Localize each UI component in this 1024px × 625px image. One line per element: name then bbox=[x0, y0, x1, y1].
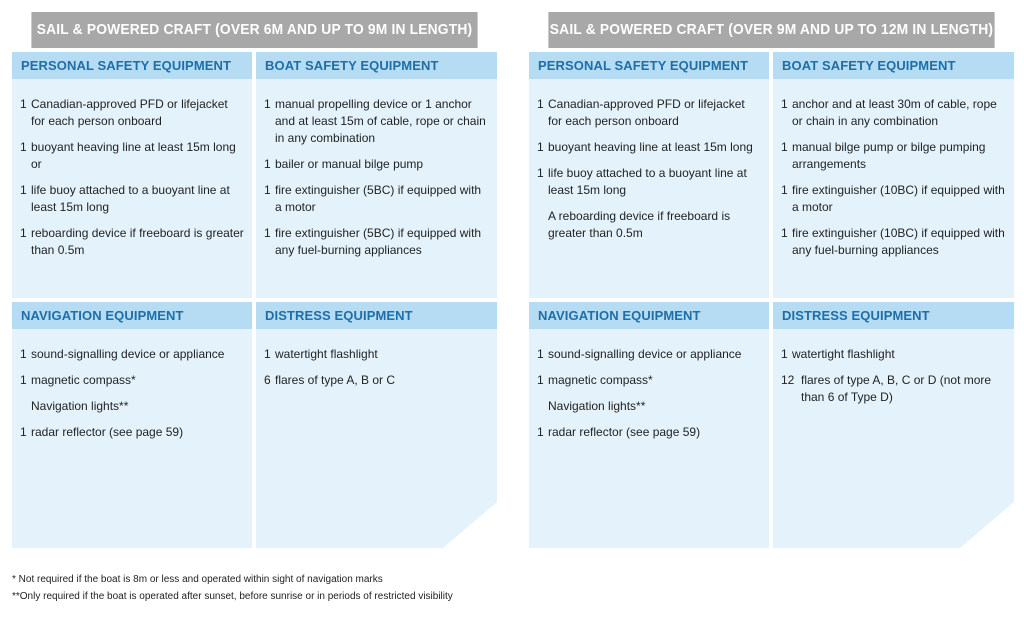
panel-9m-12m: SAIL & POWERED CRAFT (OVER 9M AND UP TO … bbox=[529, 12, 1014, 548]
section-header: BOAT SAFETY EQUIPMENT bbox=[773, 52, 1014, 79]
panel-title: SAIL & POWERED CRAFT (OVER 6M AND UP TO … bbox=[31, 12, 478, 48]
row-divider bbox=[12, 298, 497, 302]
footnote-lights: **Only required if the boat is operated … bbox=[12, 591, 453, 602]
footnotes: * Not required if the boat is 8m or less… bbox=[12, 571, 453, 605]
section-header: NAVIGATION EQUIPMENT bbox=[529, 302, 769, 329]
section-header: DISTRESS EQUIPMENT bbox=[256, 302, 497, 329]
list-item: Navigation lights** bbox=[31, 399, 129, 413]
panel-title: SAIL & POWERED CRAFT (OVER 9M AND UP TO … bbox=[548, 12, 995, 48]
list-item: A reboarding device if freeboard is grea… bbox=[548, 209, 731, 240]
section-header: BOAT SAFETY EQUIPMENT bbox=[256, 52, 497, 79]
section-header: DISTRESS EQUIPMENT bbox=[773, 302, 1014, 329]
row-divider bbox=[529, 298, 1014, 302]
section-header: PERSONAL SAFETY EQUIPMENT bbox=[529, 52, 769, 79]
footnote-compass: * Not required if the boat is 8m or less… bbox=[12, 574, 383, 585]
panel-6m-9m: SAIL & POWERED CRAFT (OVER 6M AND UP TO … bbox=[12, 12, 497, 548]
section-header: PERSONAL SAFETY EQUIPMENT bbox=[12, 52, 252, 79]
section-header: NAVIGATION EQUIPMENT bbox=[12, 302, 252, 329]
list-item: Navigation lights** bbox=[548, 399, 646, 413]
